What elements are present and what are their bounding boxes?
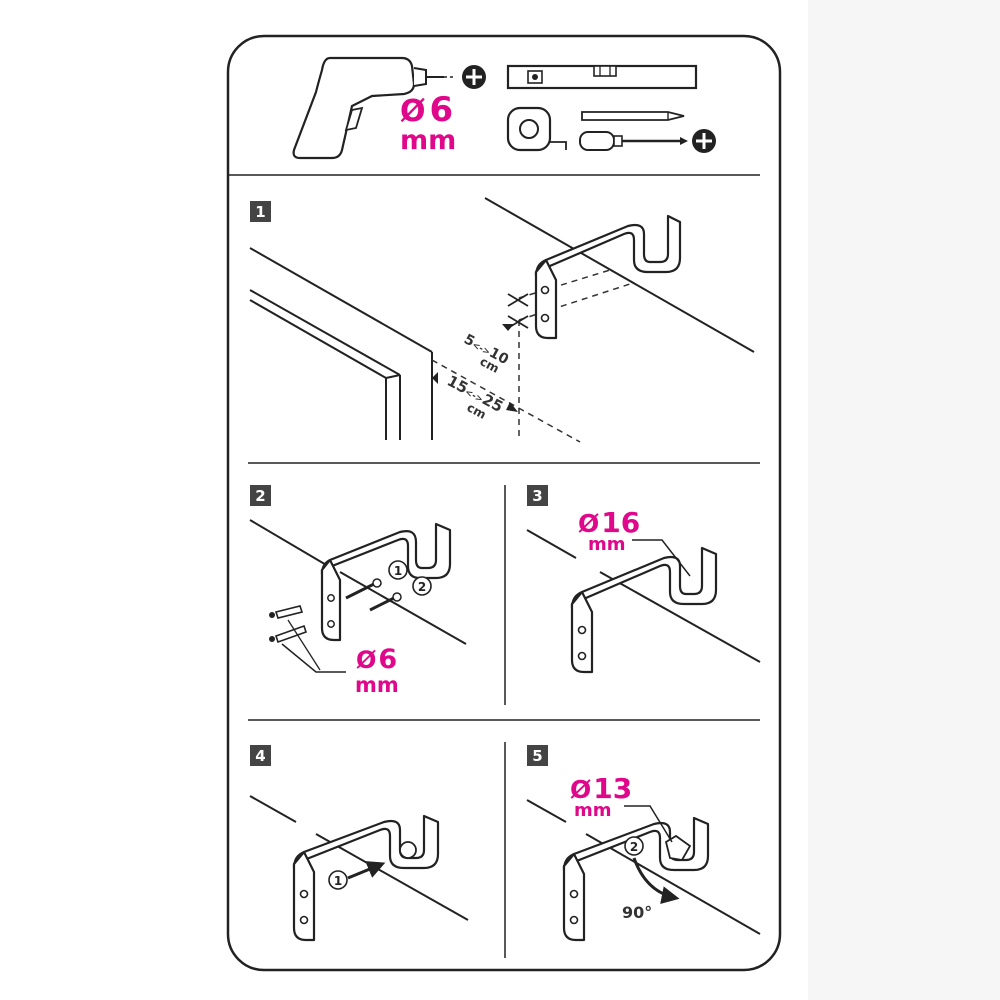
svg-text:4: 4 (255, 747, 265, 765)
marker-2: 2 (412, 576, 432, 596)
bracket-step4 (292, 814, 440, 942)
wall-line-step2 (249, 519, 467, 645)
screw-2-icon (369, 592, 402, 612)
svg-text:2: 2 (630, 840, 638, 854)
rod-unit-step3: mm (588, 534, 626, 555)
drill-unit-step2: mm (355, 673, 399, 697)
rod-diameter-step3: Ø16 (578, 506, 640, 539)
wall-line-step3 (526, 529, 761, 663)
marker-1: 1 (388, 560, 408, 580)
screwdriver-icon (579, 131, 688, 151)
step-5-badge: 5 (527, 745, 548, 766)
drill-diameter-step2: Ø6 (356, 644, 397, 675)
svg-text:1: 1 (255, 203, 265, 221)
marker-1-step4: 1 (328, 870, 348, 890)
svg-text:3: 3 (532, 487, 542, 505)
bracket-step2 (320, 522, 452, 642)
wall-plug-1-icon (269, 605, 304, 619)
bracket-step1 (534, 214, 682, 340)
svg-text:1: 1 (334, 874, 342, 888)
drill-bit-unit: mm (400, 125, 456, 156)
wall-line-step5 (526, 799, 761, 935)
plus-icon (692, 129, 716, 153)
step-1-badge: 1 (250, 201, 271, 222)
step-2-badge: 2 (250, 485, 271, 506)
window-frame (249, 247, 433, 440)
rod-diameter-step5: Ø13 (570, 772, 632, 805)
drill-icon (292, 56, 454, 160)
plus-icon (462, 65, 486, 89)
wall-ceiling-edge (484, 197, 755, 353)
svg-text:5: 5 (532, 747, 542, 765)
leader-line-13mm (624, 805, 673, 843)
arrow-insert-icon (347, 861, 386, 880)
svg-text:2: 2 (418, 580, 426, 594)
svg-text:1: 1 (394, 564, 402, 578)
svg-text:2: 2 (255, 487, 265, 505)
screw-1-icon (345, 578, 382, 600)
step-3-badge: 3 (527, 485, 548, 506)
bracket-step3 (570, 546, 718, 674)
wall-line-step4 (249, 795, 469, 921)
marker-2-step5: 2 (624, 836, 644, 856)
tape-measure-icon (506, 106, 567, 152)
rod-unit-step5: mm (574, 800, 612, 821)
right-margin-strip (808, 0, 1000, 1000)
spirit-level-icon (506, 64, 698, 90)
dimension-15-25cm: 15<->25 cm (432, 372, 518, 422)
pencil-icon (581, 111, 685, 121)
leader-line-6mm (281, 619, 346, 673)
step-4-badge: 4 (250, 745, 271, 766)
rotate-arrow-icon (632, 857, 680, 904)
leader-line-16mm (632, 539, 691, 577)
rotation-angle: 90° (622, 903, 652, 922)
